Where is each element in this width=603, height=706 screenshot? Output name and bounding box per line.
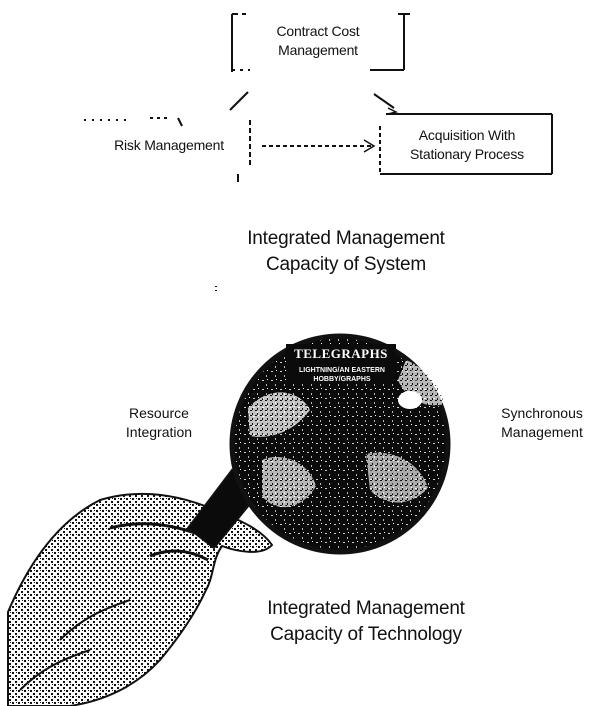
risk-management-text: Risk Management <box>114 137 224 153</box>
system-heading-line-1: Integrated Management <box>247 228 445 249</box>
contract-cost-line-1: Contract Cost <box>276 23 360 39</box>
acquisition-line-2: Stationary Process <box>410 146 524 162</box>
technology-heading-line-1: Integrated Management <box>267 598 465 619</box>
resource-integration-line-1: Resource <box>129 405 189 421</box>
resource-integration-label: Resource Integration <box>96 404 222 442</box>
hand-illustration <box>7 492 274 706</box>
synchronous-management-line-2: Management <box>501 424 583 440</box>
system-heading-line-2: Capacity of System <box>265 254 427 275</box>
lens-subtitle-line-2: HOBBY/GRAPHS <box>313 376 371 383</box>
magnifier-lens <box>229 333 451 555</box>
resource-integration-line-2: Integration <box>125 424 193 440</box>
contract-cost-line-2: Management <box>278 42 358 58</box>
synchronous-management-line-1: Synchronous <box>501 405 583 421</box>
lens-title: TELEGRAPHS <box>294 346 388 361</box>
acquisition-frame <box>379 113 553 175</box>
lens-subtitle-line-1: LIGHTNING/AN EASTERN <box>299 367 385 374</box>
system-capacity-heading: Integrated Management Capacity of System <box>196 226 496 278</box>
contract-cost-management-label: Contract Cost Management <box>248 22 388 60</box>
technology-heading-line-2: Capacity of Technology <box>270 624 462 645</box>
contract-cost-frame <box>231 13 410 72</box>
technology-capacity-heading: Integrated Management Capacity of Techno… <box>208 596 524 648</box>
acquisition-label: Acquisition With Stationary Process <box>384 126 550 164</box>
acquisition-line-1: Acquisition With <box>418 127 516 143</box>
connector-lines <box>84 91 399 292</box>
synchronous-management-label: Synchronous Management <box>484 404 600 442</box>
risk-management-label: Risk Management <box>92 136 246 155</box>
